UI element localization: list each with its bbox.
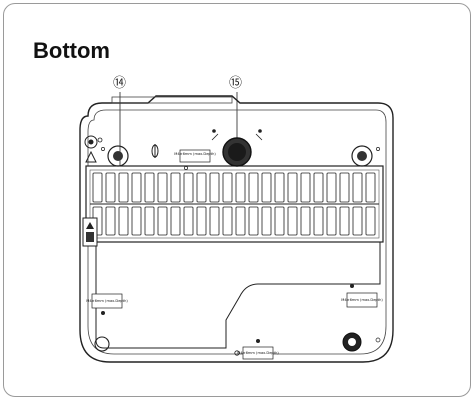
vent-slot bbox=[313, 172, 324, 203]
vent-slot bbox=[352, 206, 363, 236]
vent-slot bbox=[183, 172, 194, 203]
vent-slot bbox=[209, 206, 220, 236]
screw-label-bottom: M4×6mm (max.Depth) bbox=[234, 339, 279, 360]
bottom-right-foot-center bbox=[348, 338, 356, 346]
latch-tab bbox=[86, 232, 94, 242]
screw-label-top: M4×6mm (max.Depth) bbox=[174, 149, 216, 170]
small-hole bbox=[212, 129, 216, 133]
vent-slot bbox=[287, 206, 298, 236]
vent-slot bbox=[326, 172, 337, 203]
latch-arrow-icon bbox=[86, 222, 94, 229]
vent-slot bbox=[144, 206, 155, 236]
right-foot-center bbox=[357, 151, 367, 161]
vent-slots-bottom bbox=[92, 206, 376, 236]
vent-slot bbox=[365, 206, 376, 236]
small-hole bbox=[375, 337, 381, 343]
screw-label-text: M4×6mm (max.Depth) bbox=[86, 299, 128, 303]
callout-15: ⑮ bbox=[229, 76, 243, 91]
vent-slot bbox=[313, 206, 324, 236]
vent-slot bbox=[248, 172, 259, 203]
corner-screw bbox=[84, 135, 98, 149]
vent-slot bbox=[105, 172, 116, 203]
vent-slot bbox=[105, 206, 116, 236]
vent-slot bbox=[170, 206, 181, 236]
vent-slot bbox=[287, 172, 298, 203]
screw-label-text: M4×6mm (max.Depth) bbox=[341, 298, 383, 302]
vent-slot bbox=[183, 206, 194, 236]
vent-slot bbox=[209, 172, 220, 203]
vent-slot bbox=[157, 172, 168, 203]
vent-slot bbox=[131, 206, 142, 236]
screw-label-right: M4×6mm (max.Depth) bbox=[341, 284, 383, 308]
corner-screw-center bbox=[88, 139, 94, 145]
vent-slot bbox=[261, 172, 272, 203]
front-edge-strip bbox=[111, 96, 233, 104]
vent-slot bbox=[170, 172, 181, 203]
vent-slot bbox=[261, 206, 272, 236]
small-hole bbox=[101, 147, 105, 151]
right-foot bbox=[351, 145, 373, 167]
screw-label-text: M4×6mm (max.Depth) bbox=[174, 152, 216, 156]
bottom-left-foot bbox=[94, 336, 110, 352]
vent-slot bbox=[339, 206, 350, 236]
vent-slot bbox=[235, 206, 246, 236]
front-foot-center bbox=[228, 143, 246, 161]
foot-guide-marks bbox=[211, 133, 263, 141]
vent-slot bbox=[248, 206, 259, 236]
housing-inner-outline bbox=[87, 109, 387, 355]
vent-slots-top bbox=[92, 172, 376, 203]
vent-slot bbox=[157, 206, 168, 236]
vent-slot bbox=[300, 206, 311, 236]
kensington-lock-icon bbox=[151, 144, 159, 158]
vent-slot bbox=[222, 172, 233, 203]
projector-housing-outline bbox=[79, 95, 394, 363]
callout-14: ⑭ bbox=[113, 76, 127, 91]
vent-slot bbox=[274, 206, 285, 236]
small-hole bbox=[376, 147, 380, 151]
vent-slot bbox=[339, 172, 350, 203]
vent-slot bbox=[235, 172, 246, 203]
vent-slot bbox=[274, 172, 285, 203]
small-hole bbox=[258, 129, 262, 133]
figure-title: Bottom bbox=[33, 38, 110, 63]
lamp-cover-panel bbox=[95, 235, 381, 349]
vent-slot bbox=[300, 172, 311, 203]
vent-slot bbox=[352, 172, 363, 203]
screw-label-text: M4×6mm (max.Depth) bbox=[237, 351, 279, 355]
left-corner-features bbox=[84, 135, 103, 163]
vent-slot bbox=[365, 172, 376, 203]
left-foot-center bbox=[113, 151, 123, 161]
vent-slot bbox=[326, 206, 337, 236]
screw-label-left: M4×6mm (max.Depth) bbox=[86, 293, 128, 315]
vent-slot bbox=[118, 172, 129, 203]
vent-slot bbox=[196, 172, 207, 203]
small-hole bbox=[97, 137, 103, 143]
left-foot bbox=[107, 145, 129, 167]
vent-slot bbox=[92, 172, 103, 203]
warning-triangle-icon bbox=[85, 150, 97, 163]
vent-slot bbox=[131, 172, 142, 203]
vent-slot bbox=[118, 206, 129, 236]
vent-slot bbox=[222, 206, 233, 236]
vent-slot bbox=[196, 206, 207, 236]
vent-slot bbox=[144, 172, 155, 203]
